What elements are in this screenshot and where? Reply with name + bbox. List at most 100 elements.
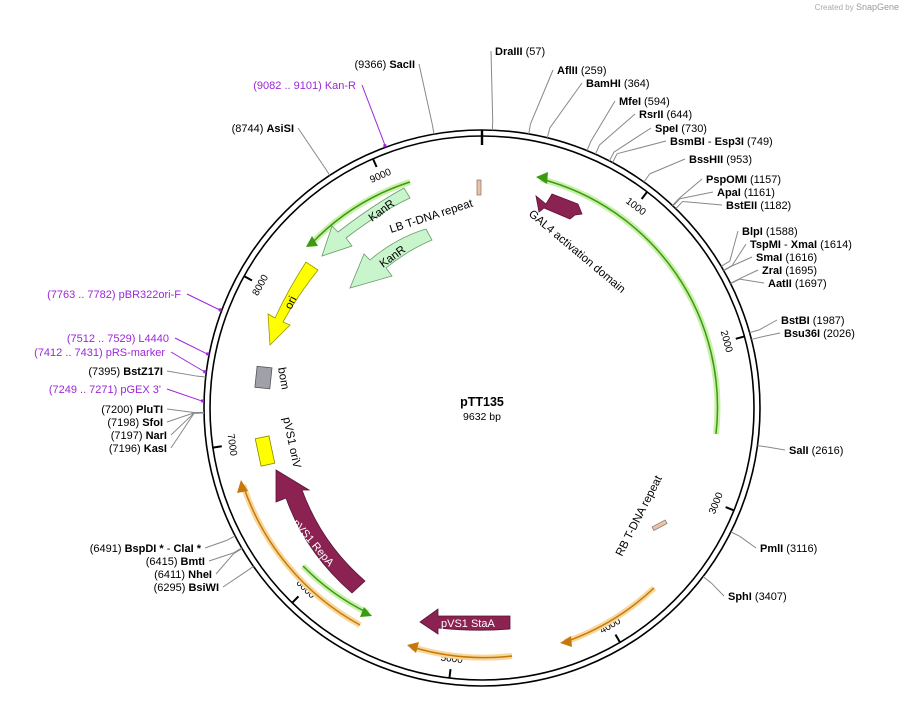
site-stub <box>546 127 551 138</box>
site-leader-lines <box>166 50 786 597</box>
site-stub <box>702 576 712 584</box>
site-name: BssHII <box>689 154 723 166</box>
site-name: KasI <box>144 443 167 455</box>
primer-leader <box>166 388 204 402</box>
primer-label: (7763 .. 7782) pBR322ori-F <box>47 289 181 301</box>
site-name: AflII <box>557 65 578 77</box>
site-leader <box>208 552 234 562</box>
gal4-label: GAL4 activation domain <box>526 208 627 296</box>
orf-3700-arc <box>564 587 655 643</box>
site-name: SacII <box>389 59 415 71</box>
site-label: BlpI (1588) <box>742 226 798 238</box>
site-name: AatII <box>768 278 792 290</box>
site-leader <box>490 50 494 121</box>
site-position: (7197) <box>111 430 146 442</box>
site-label: (6491) BspDI * - ClaI * <box>90 543 202 555</box>
gal4-orf-arc <box>540 178 719 435</box>
restriction-site-labels: DraIII (57)AflII (259)BamHI (364)MfeI (5… <box>88 46 855 603</box>
tick-mark <box>725 506 735 512</box>
site-leader <box>617 140 667 155</box>
site-leader <box>170 412 195 449</box>
kanr-arrow-1 <box>321 187 411 257</box>
site-leader <box>222 571 246 588</box>
site-leader <box>678 178 703 199</box>
site-position: (953) <box>723 154 752 166</box>
kanr-orf-arrowhead <box>306 236 318 247</box>
site-leader <box>679 191 714 200</box>
tick-label: 7000 <box>224 433 238 457</box>
tick-mark <box>735 335 745 340</box>
site-name: BsiWI <box>188 582 219 594</box>
tick-mark <box>640 191 648 200</box>
site-name: PspOMI <box>706 174 747 186</box>
site-name: RsrII <box>639 109 663 121</box>
site-leader <box>761 332 781 338</box>
orf-3700-arc-glow <box>564 585 657 645</box>
credit-brand: SnapGene <box>855 2 899 12</box>
orf-3700-arrowhead <box>560 636 572 647</box>
site-name: BspDI * <box>125 543 165 555</box>
site-leader <box>732 256 753 267</box>
gal4-arrow <box>535 193 583 220</box>
site-name: Esp3I <box>715 136 744 148</box>
site-label: (6295) BsiWI <box>154 582 219 594</box>
site-label: PmlI (3116) <box>760 543 817 555</box>
site-position: (1614) <box>817 239 852 251</box>
site-leader <box>613 127 652 153</box>
site-position: (364) <box>621 78 650 90</box>
site-leader <box>170 412 195 436</box>
site-name: ZraI <box>762 265 782 277</box>
site-stub <box>675 201 684 209</box>
site-position: (6415) <box>146 556 181 568</box>
site-name: BamHI <box>586 78 621 90</box>
site-label: ZraI (1695) <box>762 265 817 277</box>
tick-label: 2000 <box>718 329 735 354</box>
bom-box <box>254 365 273 390</box>
site-name: MfeI <box>619 96 641 108</box>
site-name: PluTI <box>136 404 163 416</box>
pvs1-oriv-label: pVS1 oriV <box>280 416 303 469</box>
tick-mark <box>243 275 253 282</box>
site-leader <box>549 82 583 129</box>
tick-mark <box>212 445 222 449</box>
site-stub <box>751 336 762 340</box>
site-name: SphI <box>728 591 752 603</box>
site-stub <box>672 198 681 207</box>
site-position: (7200) <box>101 404 136 416</box>
site-position: (1161) <box>741 187 775 199</box>
plasmid-size: 9632 bp <box>463 411 501 423</box>
ori-arrow <box>267 261 319 346</box>
bom-label: bom <box>275 366 291 390</box>
site-name: AsiSI <box>266 123 294 135</box>
pvs1-staa-arrow <box>419 608 511 635</box>
tick-mark <box>291 595 300 604</box>
site-position: (2026) <box>820 328 855 340</box>
site-label: RsrII (644) <box>639 109 692 121</box>
site-label: SalI (2616) <box>789 445 843 457</box>
site-label: AatII (1697) <box>768 278 827 290</box>
site-position: (1182) <box>757 200 791 212</box>
site-name: BstZ17I <box>123 366 163 378</box>
site-label: (7198) SfoI <box>107 417 163 429</box>
site-label: (7395) BstZ17I <box>88 366 163 378</box>
tick-label: 9000 <box>368 167 393 186</box>
site-label: SphI (3407) <box>728 591 787 603</box>
site-leader <box>758 319 778 331</box>
site-stub <box>232 547 243 554</box>
site-label: BstBI (1987) <box>781 315 845 327</box>
site-position: (594) <box>641 96 670 108</box>
gal4-orf-arrowhead <box>536 172 548 184</box>
rb-box <box>651 519 668 531</box>
site-leader <box>710 582 725 597</box>
site-position: (1987) <box>810 315 845 327</box>
orf-6000-arrowhead <box>237 480 248 493</box>
site-name: ApaI <box>717 187 741 199</box>
primer-leader <box>174 337 209 355</box>
site-leader <box>204 540 227 549</box>
site-leader <box>731 243 747 266</box>
site-label: AflII (259) <box>557 65 607 77</box>
rb-label: RB T-DNA repeat <box>614 473 665 558</box>
site-stub <box>245 565 254 573</box>
site-stub <box>586 141 592 151</box>
site-stub <box>528 124 531 135</box>
